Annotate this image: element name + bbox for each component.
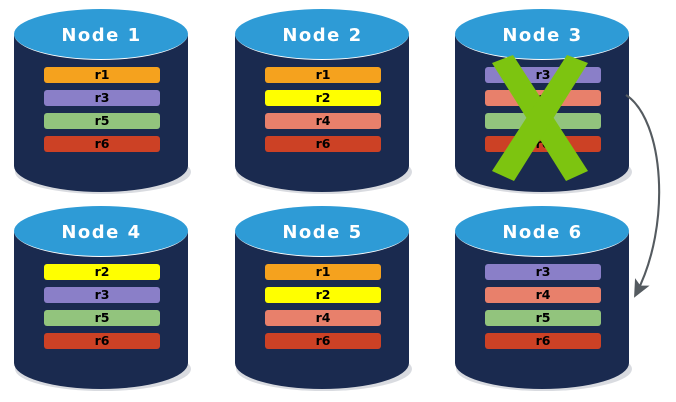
record-bar[interactable]: r3 [44,287,160,303]
record-bar[interactable]: r6 [265,136,381,152]
record-bar[interactable]: r5 [485,310,601,326]
cylinder-top-disc [455,206,629,256]
record-bar[interactable]: r2 [44,264,160,280]
record-bar[interactable]: r3 [44,90,160,106]
cylinder-top-disc [14,206,188,256]
record-bar[interactable]: r4 [485,287,601,303]
record-list: r1 r2 r4 r6 [265,264,381,349]
record-bar[interactable]: r6 [265,333,381,349]
record-bar[interactable]: r1 [265,67,381,83]
record-list: r1 r3 r5 r6 [44,67,160,152]
record-bar[interactable]: r6 [44,136,160,152]
record-bar[interactable]: r5 [44,113,160,129]
record-bar[interactable]: r2 [265,90,381,106]
record-bar[interactable]: r5 [44,310,160,326]
record-bar[interactable]: r3 [485,264,601,280]
cylinder-top-disc [235,206,409,256]
record-list: r3 r4 r5 r6 [485,264,601,349]
record-bar[interactable]: r4 [485,90,601,106]
record-bar[interactable]: r1 [44,67,160,83]
record-bar[interactable]: r6 [485,333,601,349]
record-bar[interactable]: r1 [265,264,381,280]
cylinder-top-disc [235,9,409,59]
record-bar[interactable]: r6 [44,333,160,349]
record-list: r1 r2 r4 r6 [265,67,381,152]
record-bar[interactable]: r4 [265,310,381,326]
record-bar[interactable]: r4 [265,113,381,129]
record-bar[interactable]: r3 [485,67,601,83]
record-bar[interactable]: r5 [485,113,601,129]
record-bar[interactable]: r6 [485,136,601,152]
cylinder-top-disc [14,9,188,59]
record-list: r3 r4 r5 r6 [485,67,601,152]
record-bar[interactable]: r2 [265,287,381,303]
cylinder-top-disc [455,9,629,59]
record-list: r2 r3 r5 r6 [44,264,160,349]
